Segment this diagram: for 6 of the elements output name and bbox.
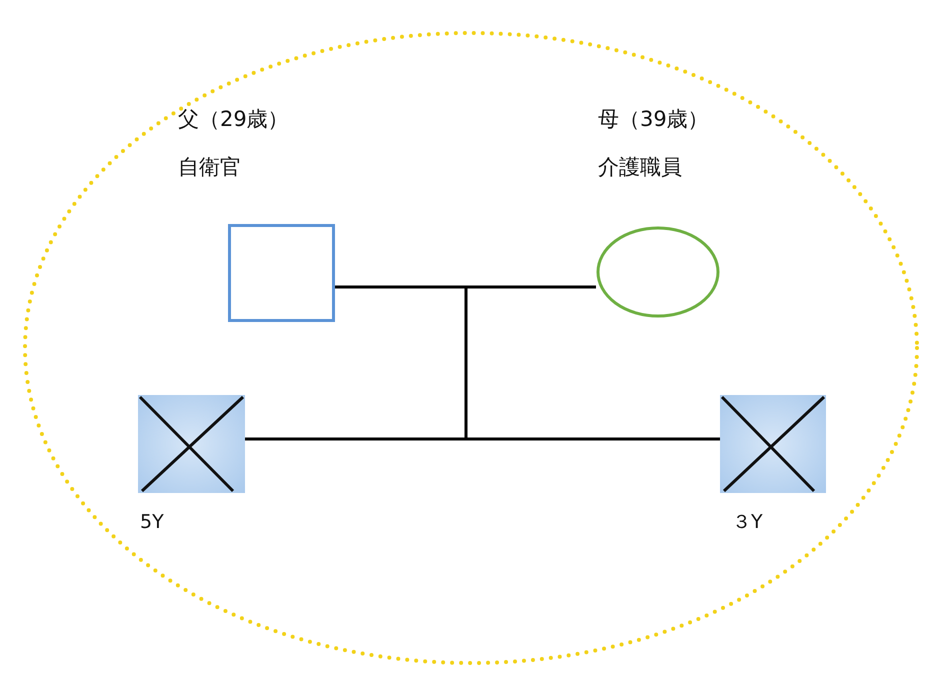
age-label: ３Y	[732, 510, 763, 535]
age-label: 5Y	[140, 510, 164, 535]
occupation-label: 自衛官	[178, 154, 241, 180]
person-label: 父（29歳）	[178, 106, 289, 132]
person-label: 母（39歳）	[598, 106, 709, 132]
occupation-label: 介護職員	[598, 154, 682, 180]
